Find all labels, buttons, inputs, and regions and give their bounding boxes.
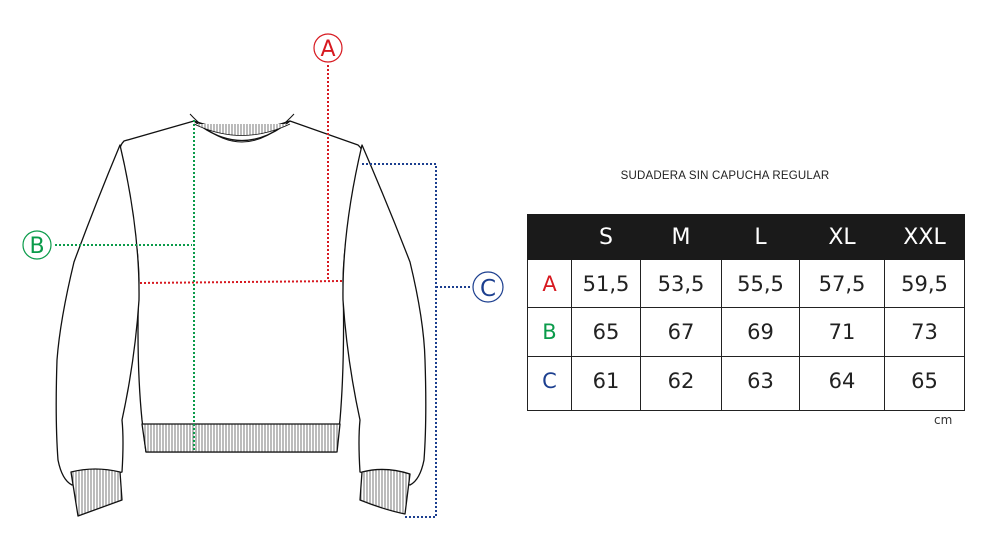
cell-a-l: 55,5 xyxy=(721,259,800,308)
cell-c-xxl: 65 xyxy=(884,356,965,411)
size-table: S M L XL XXL A 51,5 53,5 55,5 57,5 59,5 … xyxy=(527,214,965,411)
chart-title: SUDADERA SIN CAPUCHA REGULAR xyxy=(620,170,830,182)
svg-text:A: A xyxy=(320,37,335,62)
cell-a-s: 51,5 xyxy=(571,259,641,308)
table-row-a: A 51,5 53,5 55,5 57,5 59,5 xyxy=(527,259,965,308)
cell-c-l: 63 xyxy=(721,356,800,411)
header-size-l: L xyxy=(721,214,800,260)
svg-text:C: C xyxy=(480,276,496,302)
header-size-xl: XL xyxy=(799,214,885,260)
cell-b-l: 69 xyxy=(721,307,800,357)
sweatshirt-diagram: A B C xyxy=(22,33,504,518)
measure-line-b xyxy=(55,120,195,452)
header-empty xyxy=(527,214,572,260)
cell-b-xxl: 73 xyxy=(884,307,965,357)
cell-a-m: 53,5 xyxy=(640,259,722,308)
sweatshirt-outline xyxy=(55,113,427,517)
measure-line-a xyxy=(139,65,343,284)
label-b-icon: B xyxy=(22,230,52,260)
row-label-b: B xyxy=(527,307,572,357)
table-row-c: C 61 62 63 64 65 xyxy=(527,356,965,411)
cell-a-xxl: 59,5 xyxy=(884,259,965,308)
svg-text:B: B xyxy=(29,234,44,259)
header-row: S M L XL XXL xyxy=(527,214,965,260)
cell-c-s: 61 xyxy=(571,356,641,411)
cell-c-m: 62 xyxy=(640,356,722,411)
unit-label: cm xyxy=(934,413,953,427)
cell-b-xl: 71 xyxy=(799,307,885,357)
row-label-c: C xyxy=(527,356,572,411)
header-size-xxl: XXL xyxy=(884,214,965,260)
header-size-m: M xyxy=(640,214,722,260)
header-size-s: S xyxy=(571,214,641,260)
cell-b-m: 67 xyxy=(640,307,722,357)
table-row-b: B 65 67 69 71 73 xyxy=(527,307,965,357)
label-c-icon: C xyxy=(472,271,504,303)
cell-b-s: 65 xyxy=(571,307,641,357)
cell-c-xl: 64 xyxy=(799,356,885,411)
cell-a-xl: 57,5 xyxy=(799,259,885,308)
row-label-a: A xyxy=(527,259,572,308)
label-a-icon: A xyxy=(313,33,343,63)
measure-line-c xyxy=(362,163,472,518)
